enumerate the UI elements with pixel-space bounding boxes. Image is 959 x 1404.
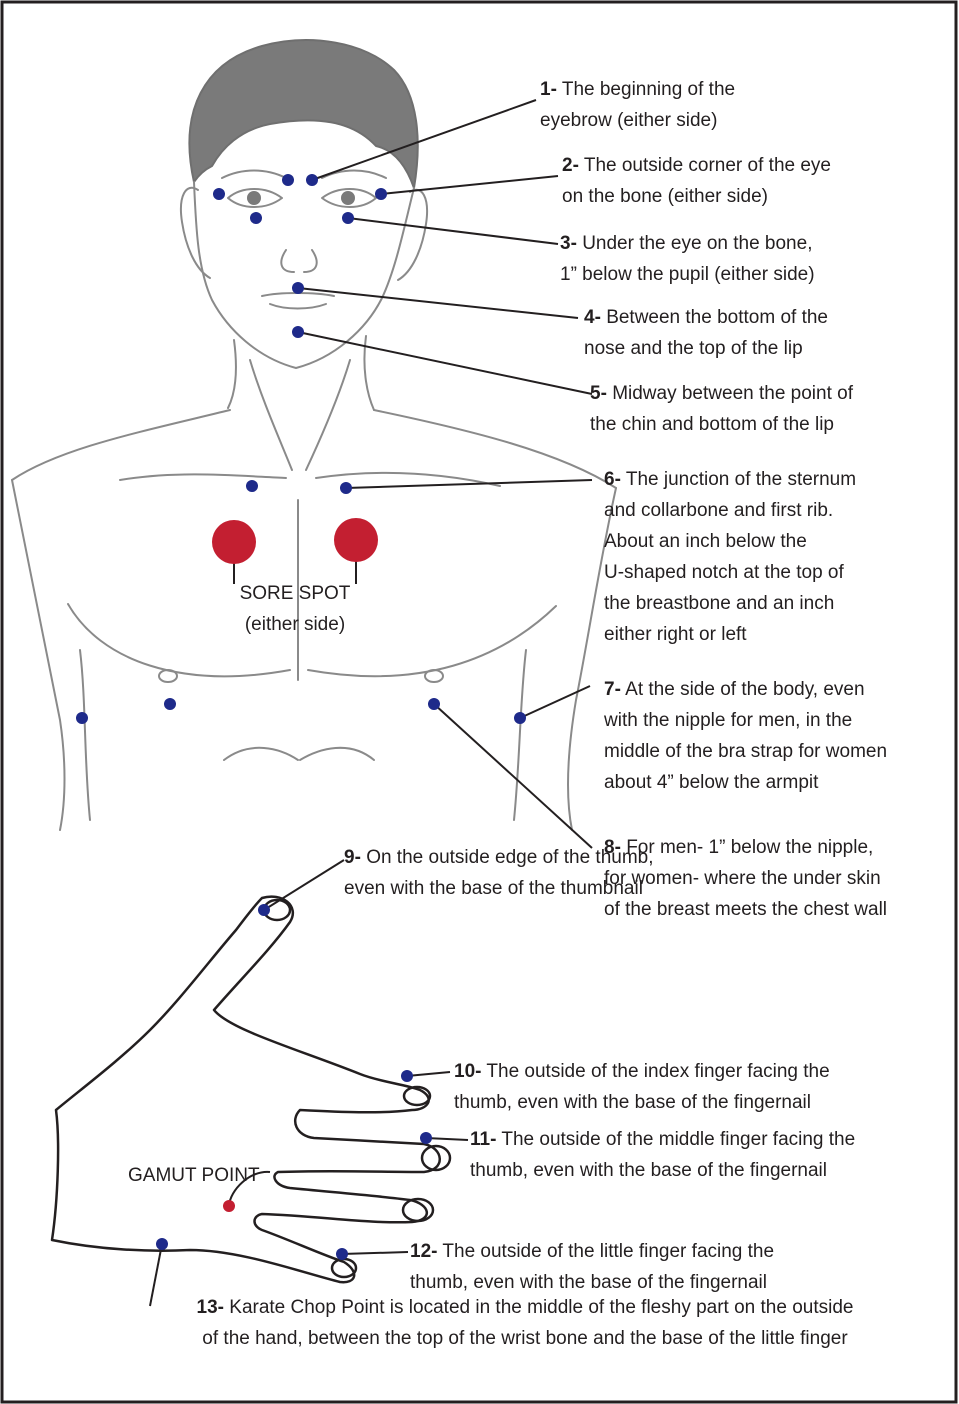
mouth — [262, 293, 334, 309]
point-9 — [258, 904, 270, 916]
point-7-left — [76, 712, 88, 724]
leader-11 — [426, 1138, 468, 1140]
leader-12 — [342, 1252, 408, 1254]
hand-outline — [52, 897, 440, 1283]
label-point-10: 10- The outside of the index finger faci… — [454, 1056, 830, 1118]
right-shoulder — [374, 410, 616, 488]
point-7-right — [514, 712, 526, 724]
label-point-11: 11- The outside of the middle finger fac… — [470, 1124, 855, 1186]
nose — [281, 250, 316, 272]
abs-left — [224, 748, 298, 760]
leader-6 — [346, 480, 592, 488]
sore-spot-left — [212, 520, 256, 564]
point-1-right — [306, 174, 318, 186]
label-point-1: 1- The beginning of the eyebrow (either … — [540, 74, 735, 136]
point-6-right — [340, 482, 352, 494]
neck-muscle-left — [250, 360, 292, 470]
point-8-left — [164, 698, 176, 710]
label-point-5: 5- Midway between the point of the chin … — [590, 378, 853, 440]
left-nipple — [159, 670, 177, 682]
point-4 — [292, 282, 304, 294]
point-2-right — [375, 188, 387, 200]
neck-muscle-right — [306, 360, 350, 470]
hand-figure — [52, 897, 450, 1283]
leader-10 — [407, 1072, 450, 1076]
leader-2 — [381, 176, 558, 194]
point-13 — [156, 1238, 168, 1250]
neck-left — [228, 340, 236, 408]
point-11 — [420, 1132, 432, 1144]
label-point-12: 12- The outside of the little finger fac… — [410, 1236, 774, 1298]
right-pupil — [341, 191, 355, 205]
point-5 — [292, 326, 304, 338]
leader-7 — [520, 686, 590, 718]
left-side — [80, 650, 90, 820]
label-point-3: 3- Under the eye on the bone, 1” below t… — [560, 228, 815, 290]
label-sore-spot: SORE SPOT (either side) — [210, 578, 380, 640]
point-6-left — [246, 480, 258, 492]
left-eyebrow — [222, 171, 286, 179]
point-2-left — [213, 188, 225, 200]
point-8-right — [428, 698, 440, 710]
right-nipple — [425, 670, 443, 682]
label-point-2: 2- The outside corner of the eye on the … — [562, 150, 831, 212]
point-12 — [336, 1248, 348, 1260]
right-eyebrow — [322, 171, 386, 179]
face-outline — [194, 182, 414, 368]
label-point-9: 9- On the outside edge of the thumb, eve… — [344, 842, 654, 904]
leader-9 — [264, 860, 344, 910]
label-gamut-point: GAMUT POINT — [128, 1160, 260, 1191]
left-arm-outer — [12, 480, 65, 830]
label-point-6: 6- The junction of the sternum and colla… — [604, 464, 856, 650]
gamut-point-dot — [223, 1200, 235, 1212]
point-1-left — [282, 174, 294, 186]
point-3-left — [250, 212, 262, 224]
sore-spot-right — [334, 518, 378, 562]
abs-right — [300, 748, 374, 760]
leader-4 — [298, 288, 578, 318]
left-shoulder — [12, 410, 230, 480]
right-side — [514, 650, 526, 820]
leader-3 — [348, 218, 558, 244]
label-point-13: 13- Karate Chop Point is located in the … — [120, 1292, 930, 1354]
point-3-right — [342, 212, 354, 224]
left-pupil — [247, 191, 261, 205]
collarbone-left — [120, 474, 286, 480]
human-figure — [12, 40, 616, 830]
hair — [189, 40, 417, 188]
label-point-4: 4- Between the bottom of the nose and th… — [584, 302, 828, 364]
label-point-7: 7- At the side of the body, even with th… — [604, 674, 887, 798]
point-10 — [401, 1070, 413, 1082]
